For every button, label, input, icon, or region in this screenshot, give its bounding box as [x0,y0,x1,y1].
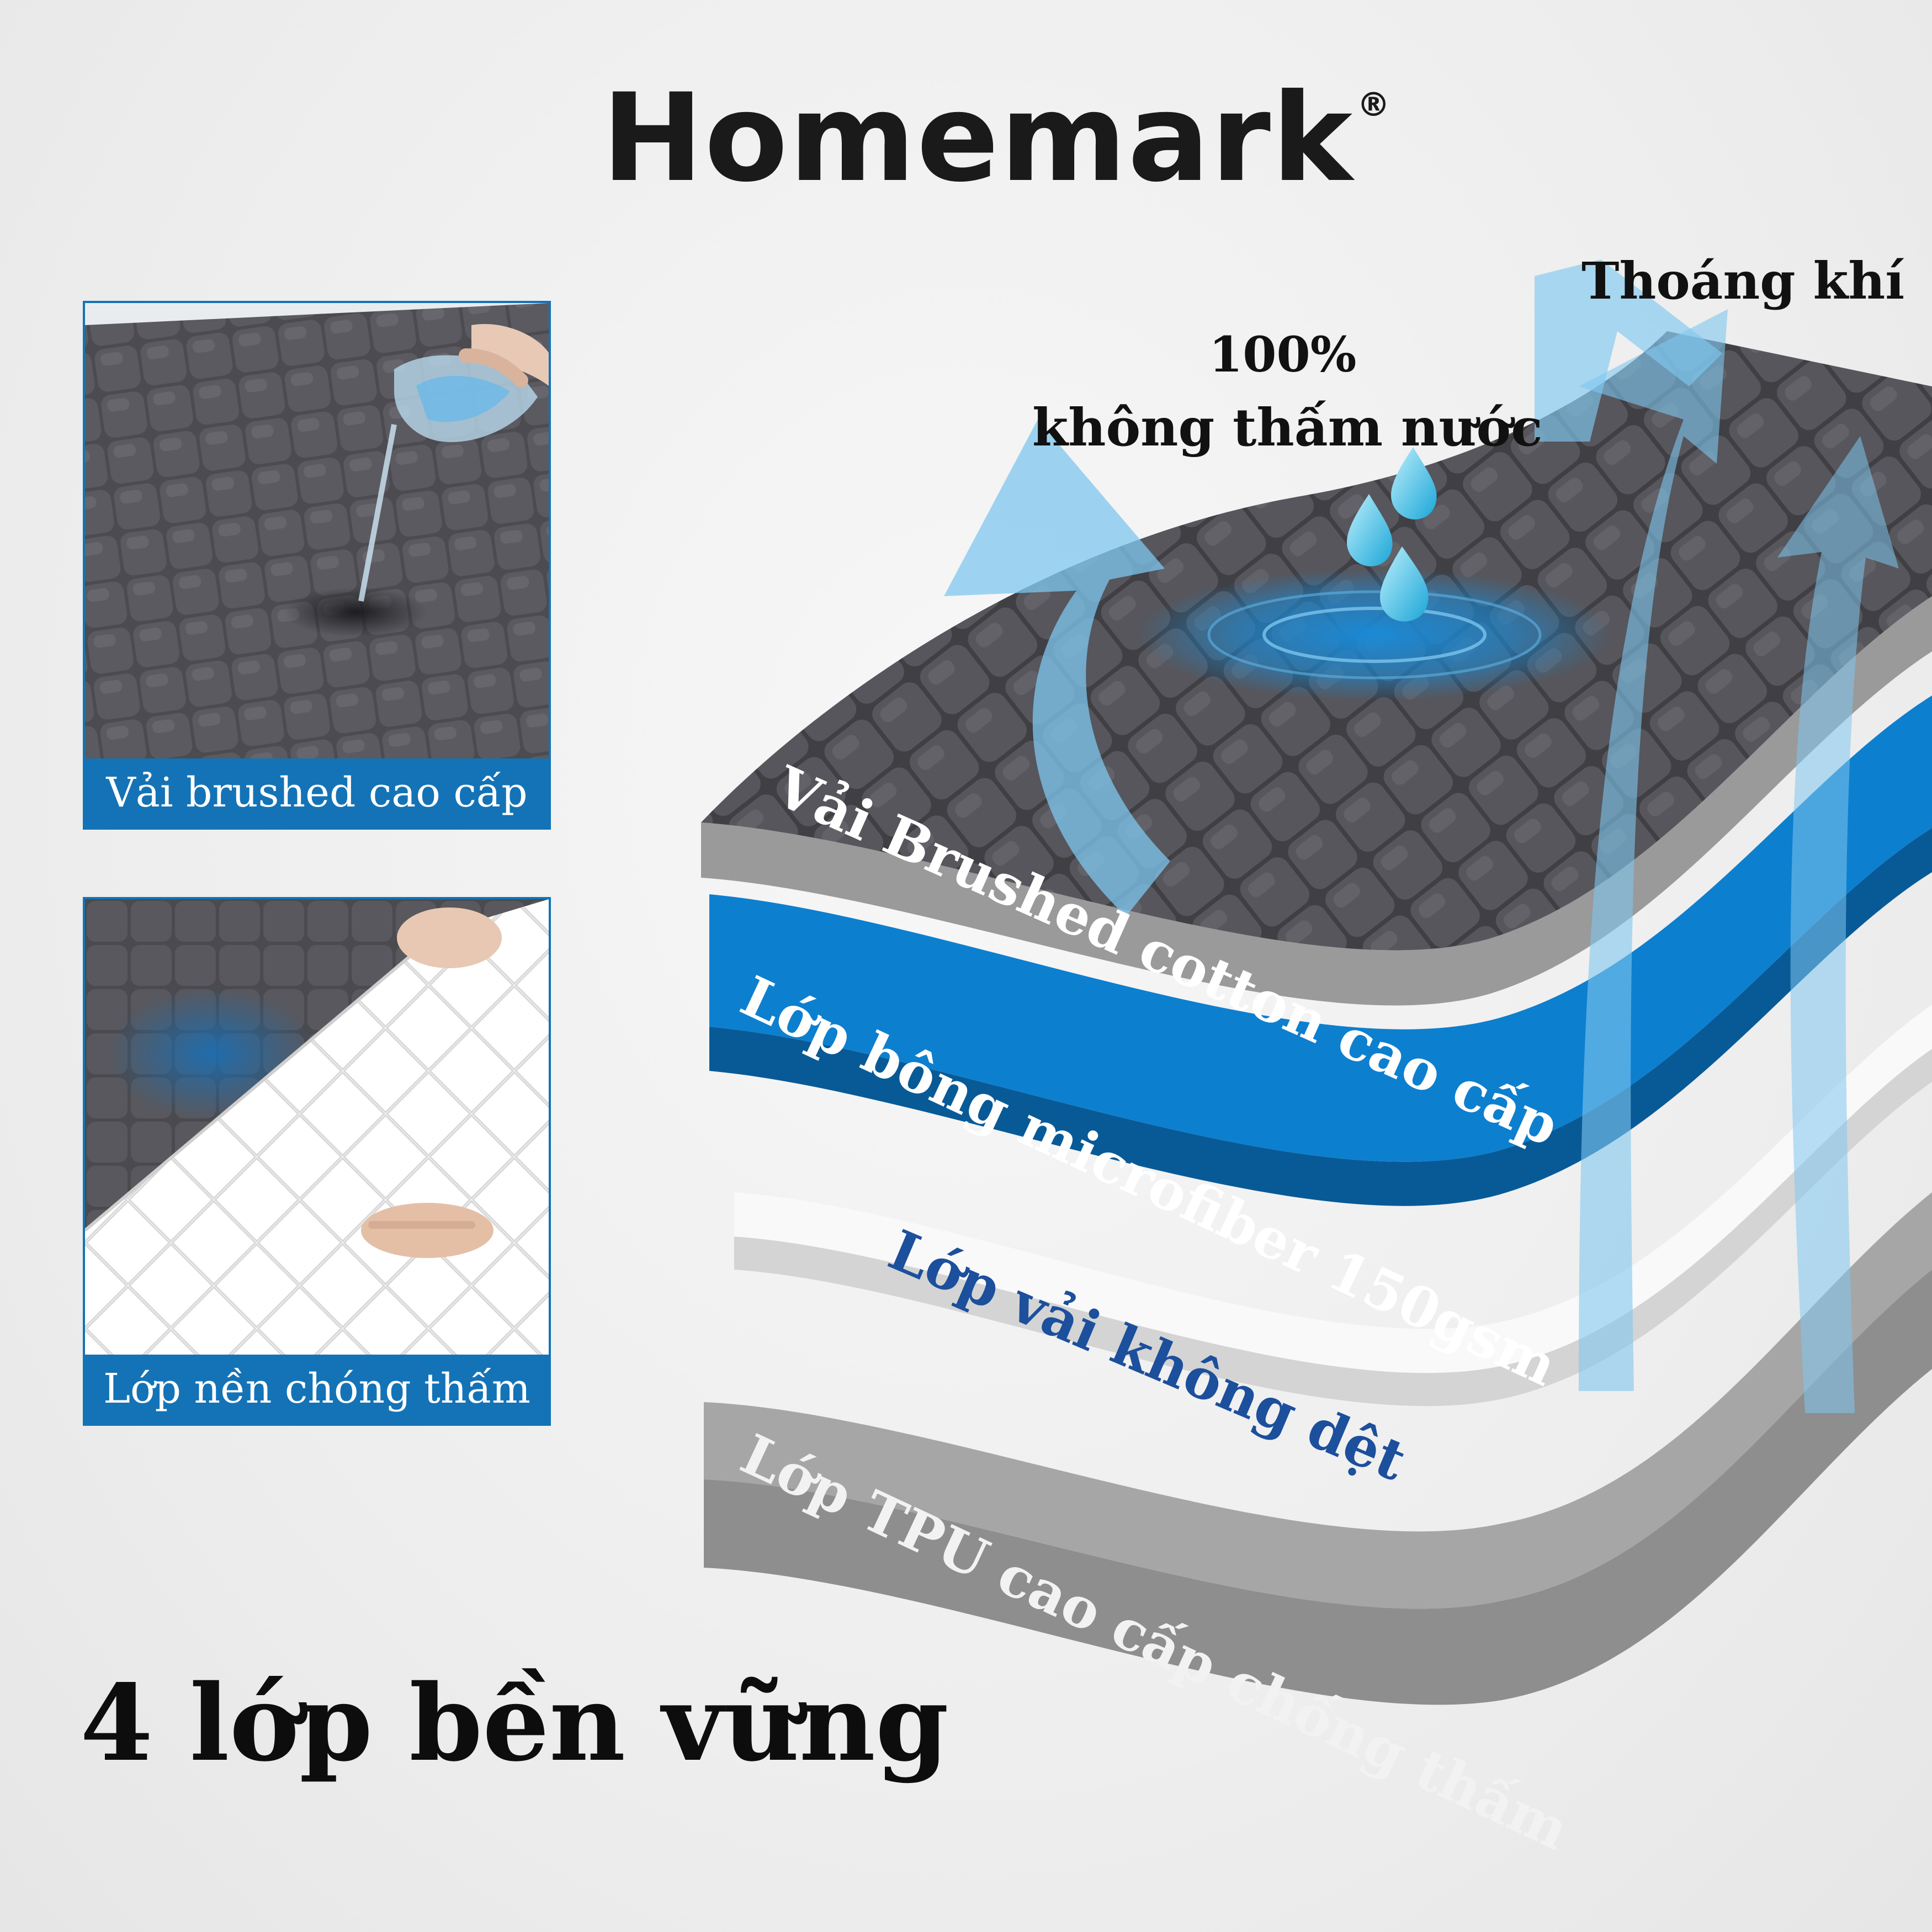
callout-waterproof: không thấm nước [1032,397,1543,458]
registered-mark: ® [1357,86,1392,124]
card-caption-base: Lớp nền chóng thấm [85,1355,549,1424]
brand-name: Homemark [602,67,1354,209]
quilted-fabric-base-image [85,899,549,1357]
water-drop-icon [1391,447,1437,520]
brand-logo: Homemark® [602,77,1391,199]
breathable-arrow-right [1777,436,1899,1413]
breathable-arrow-left [944,420,1170,916]
breathable-arrow-middle [1579,309,1728,1391]
callout-percent: 100% [1209,326,1357,383]
headline: 4 lớp bền vững [80,1662,949,1785]
water-ripple [1137,569,1612,701]
water-drop-icon [1347,494,1393,567]
card-brushed-fabric: Vải brushed cao cấp [83,301,551,830]
card-waterproof-base: Lớp nền chóng thấm [83,897,551,1426]
quilted-fabric-water-image [85,303,549,761]
layer-tpu-shape [704,1270,1932,1705]
callout-breathable: Thoáng khí [1581,251,1905,311]
card-caption-brushed: Vải brushed cao cấp [85,758,549,827]
water-drop-icon [1380,546,1429,622]
